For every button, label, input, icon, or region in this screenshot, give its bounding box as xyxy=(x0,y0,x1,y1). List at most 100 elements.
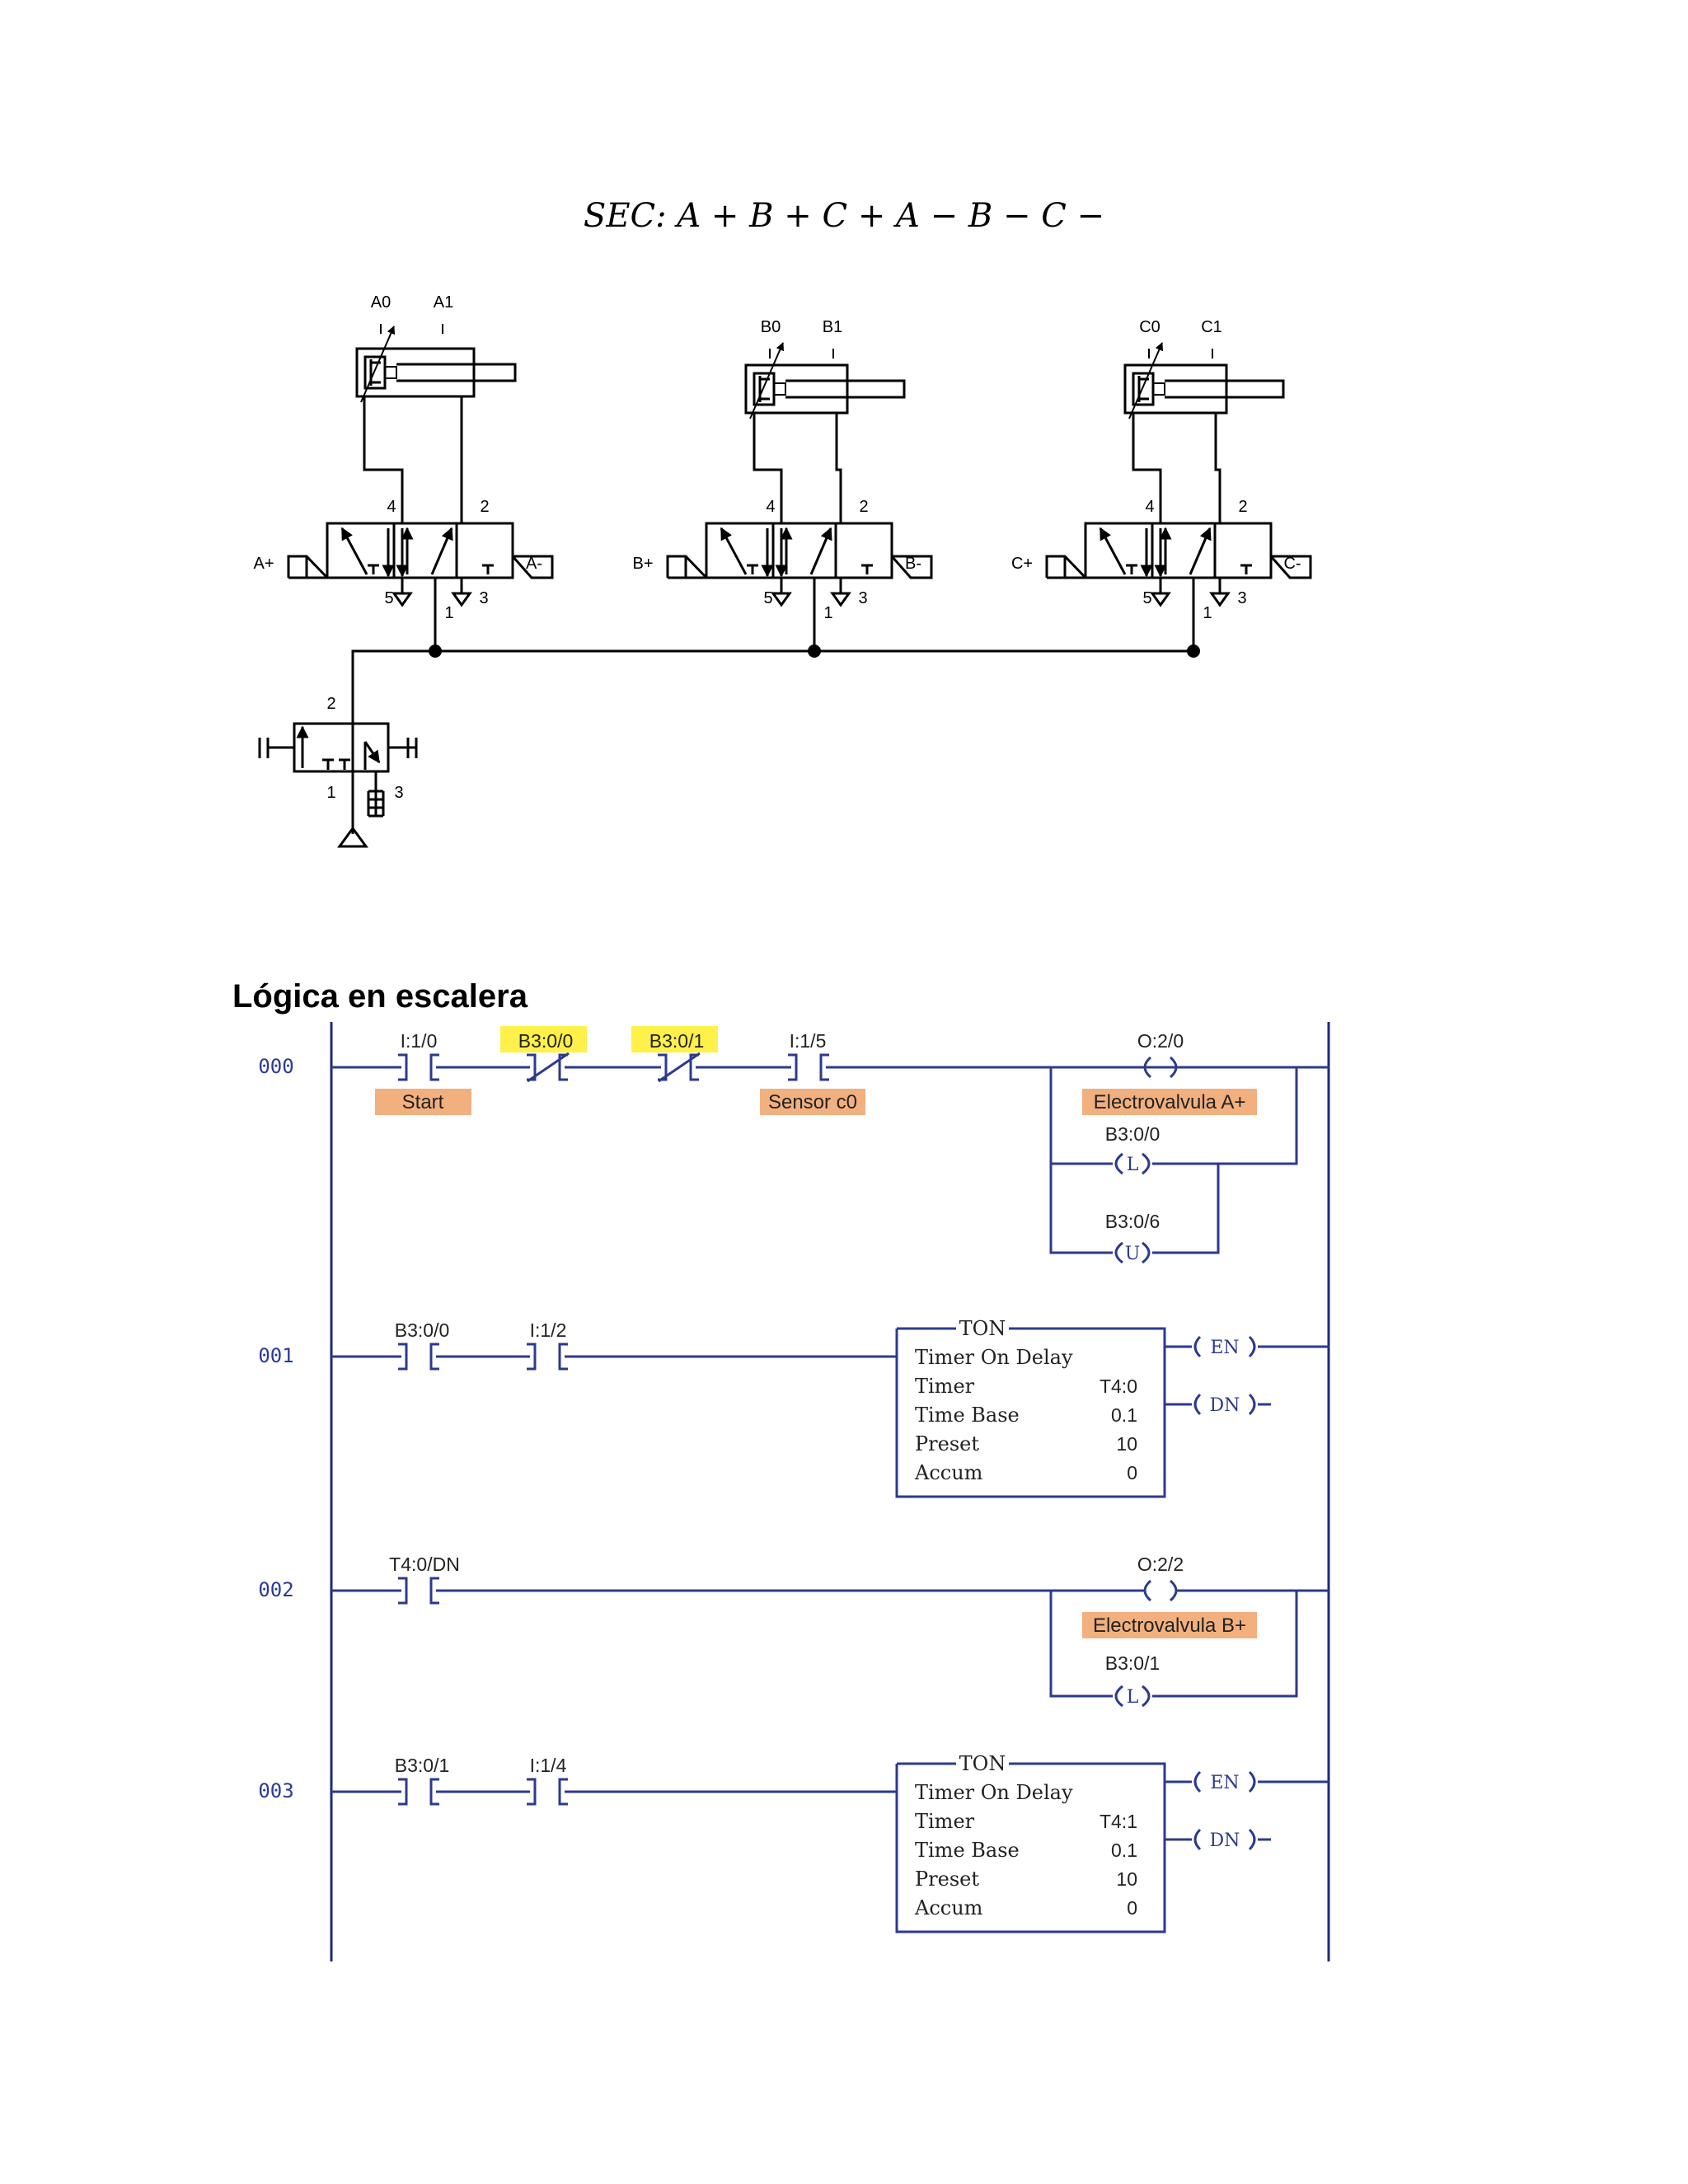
sensor-label-a1: A1 xyxy=(434,293,453,312)
sensor-label-a0: A0 xyxy=(371,293,391,312)
contact-address: I:1/4 xyxy=(530,1755,567,1776)
coil-address: O:2/2 xyxy=(1137,1554,1184,1575)
timer-title: TON xyxy=(959,1317,1006,1340)
contact-t4-0-dn: T4:0/DN xyxy=(389,1554,460,1605)
timer-name: Timer On Delay xyxy=(915,1346,1073,1369)
contact-address: I:1/5 xyxy=(790,1030,827,1052)
timer-value: T4:1 xyxy=(1100,1811,1137,1832)
contact-tag: Start xyxy=(402,1091,444,1113)
coil-symbol: L xyxy=(1127,1687,1139,1708)
en-coil-t4-0: EN xyxy=(1165,1335,1329,1358)
rung-number: 001 xyxy=(258,1344,293,1367)
contact-i1-5: I:1/5 Sensor c0 xyxy=(760,1030,865,1115)
timebase-value: 0.1 xyxy=(1111,1404,1137,1426)
tag-highlight xyxy=(1082,1612,1257,1638)
valve-label-c-minus: C- xyxy=(1283,555,1301,573)
ladder-heading: Lógica en escalera xyxy=(232,978,528,1015)
address-highlight xyxy=(631,1026,718,1052)
preset-value: 10 xyxy=(1116,1868,1137,1890)
preset-value: 10 xyxy=(1116,1433,1137,1455)
cylinder-a xyxy=(355,326,517,405)
rung-000: 000 I:1/0 Start B3:0/0 B3:0/1 xyxy=(258,1026,1329,1264)
valve-label-c-plus: C+ xyxy=(1011,555,1033,573)
contact-b3-0-0: B3:0/0 xyxy=(395,1319,450,1371)
coil-b3-0-6-unlatch: B3:0/6 U xyxy=(1104,1211,1162,1264)
contact-i1-4: I:1/4 xyxy=(527,1755,568,1806)
accum-label: Accum xyxy=(914,1461,983,1484)
coil-tag: Electrovalvula A+ xyxy=(1094,1091,1246,1113)
valve-b xyxy=(666,522,933,651)
port-3-b: 3 xyxy=(858,589,867,607)
sensor-label-b1: B1 xyxy=(823,318,842,336)
timer-block-t4-0: TON Timer On Delay Timer T4:0 Time Base … xyxy=(895,1317,1166,1498)
sensor-label-c0: C0 xyxy=(1139,318,1160,336)
ladder-diagram: 000 I:1/0 Start B3:0/0 B3:0/1 xyxy=(258,1022,1330,1961)
rung-002: 002 T4:0/DN O:2/2 Electrovalvula B+ B3:0… xyxy=(258,1554,1329,1708)
accum-label: Accum xyxy=(914,1896,983,1919)
coil-symbol: U xyxy=(1125,1244,1141,1264)
valve-c xyxy=(1045,522,1312,651)
tag-highlight xyxy=(760,1089,865,1115)
valve-label-b-minus: B- xyxy=(905,555,921,573)
cylinder-b xyxy=(744,342,906,419)
port-5-b: 5 xyxy=(763,589,772,607)
timer-value: T4:0 xyxy=(1100,1376,1137,1397)
port-3-a: 3 xyxy=(479,589,488,607)
port-4-b: 4 xyxy=(766,498,775,516)
timer-label: Timer xyxy=(915,1810,975,1833)
preset-label: Preset xyxy=(915,1432,979,1455)
rung-number: 000 xyxy=(258,1055,293,1078)
timebase-label: Time Base xyxy=(915,1404,1020,1427)
en-label: EN xyxy=(1210,1773,1239,1793)
contact-address: I:1/2 xyxy=(530,1319,567,1341)
port-2-a: 2 xyxy=(480,498,489,516)
address-highlight xyxy=(500,1026,587,1052)
dn-coil-t4-1: DN xyxy=(1165,1828,1271,1851)
coil-tag: Electrovalvula B+ xyxy=(1093,1615,1246,1637)
coil-b3-0-1-latch: B3:0/1 L xyxy=(1104,1652,1162,1708)
contact-b3-0-1-nc: B3:0/1 xyxy=(631,1026,718,1083)
contact-i1-0: I:1/0 Start xyxy=(375,1030,471,1115)
rung-001: 001 B3:0/0 I:1/2 TON Timer On Delay Time… xyxy=(258,1317,1329,1498)
rung-number: 003 xyxy=(258,1779,293,1802)
timer-title: TON xyxy=(959,1752,1006,1775)
contact-address: B3:0/1 xyxy=(395,1755,450,1776)
coil-address: O:2/0 xyxy=(1137,1030,1184,1052)
contact-address: B3:0/0 xyxy=(395,1319,450,1341)
en-label: EN xyxy=(1210,1338,1239,1358)
contact-b3-0-0-nc: B3:0/0 xyxy=(500,1026,587,1083)
accum-value: 0 xyxy=(1127,1897,1137,1919)
timer-block-t4-1: TON Timer On Delay Timer T4:1 Time Base … xyxy=(895,1752,1166,1933)
contact-address: B3:0/0 xyxy=(518,1030,574,1052)
supply-line xyxy=(351,644,1200,732)
rung-number: 002 xyxy=(258,1578,293,1601)
port-1-b: 1 xyxy=(823,604,832,622)
timebase-label: Time Base xyxy=(915,1839,1020,1862)
supply-valve: 2 1 3 xyxy=(258,695,418,848)
contact-address: T4:0/DN xyxy=(389,1554,460,1575)
valve-a xyxy=(287,522,554,651)
pneumatic-unit-c: C0 C1 4 2 xyxy=(1011,318,1312,651)
contact-b3-0-1: B3:0/1 xyxy=(395,1755,450,1806)
port-2-b: 2 xyxy=(859,498,868,516)
pneumatic-unit-b: B0 B1 4 2 xyxy=(632,318,933,651)
port-1-a: 1 xyxy=(444,604,453,622)
port-5-c: 5 xyxy=(1142,589,1151,607)
port-3-c: 3 xyxy=(1237,589,1246,607)
preset-label: Preset xyxy=(915,1868,979,1891)
coil-o2-0: O:2/0 Electrovalvula A+ xyxy=(1051,1030,1329,1115)
accum-value: 0 xyxy=(1127,1462,1137,1483)
sensor-label-c1: C1 xyxy=(1201,318,1222,336)
port-2-c: 2 xyxy=(1238,498,1247,516)
timer-label: Timer xyxy=(915,1375,975,1398)
en-coil-t4-1: EN xyxy=(1165,1770,1329,1793)
dn-coil-t4-0: DN xyxy=(1165,1393,1271,1416)
valve-label-a-minus: A- xyxy=(526,555,542,573)
tag-highlight xyxy=(375,1089,471,1115)
supply-port-2: 2 xyxy=(326,695,335,713)
supply-port-3: 3 xyxy=(394,784,403,802)
port-5-a: 5 xyxy=(384,589,393,607)
coil-o2-2: O:2/2 Electrovalvula B+ xyxy=(1082,1554,1257,1638)
timer-name: Timer On Delay xyxy=(915,1781,1073,1804)
